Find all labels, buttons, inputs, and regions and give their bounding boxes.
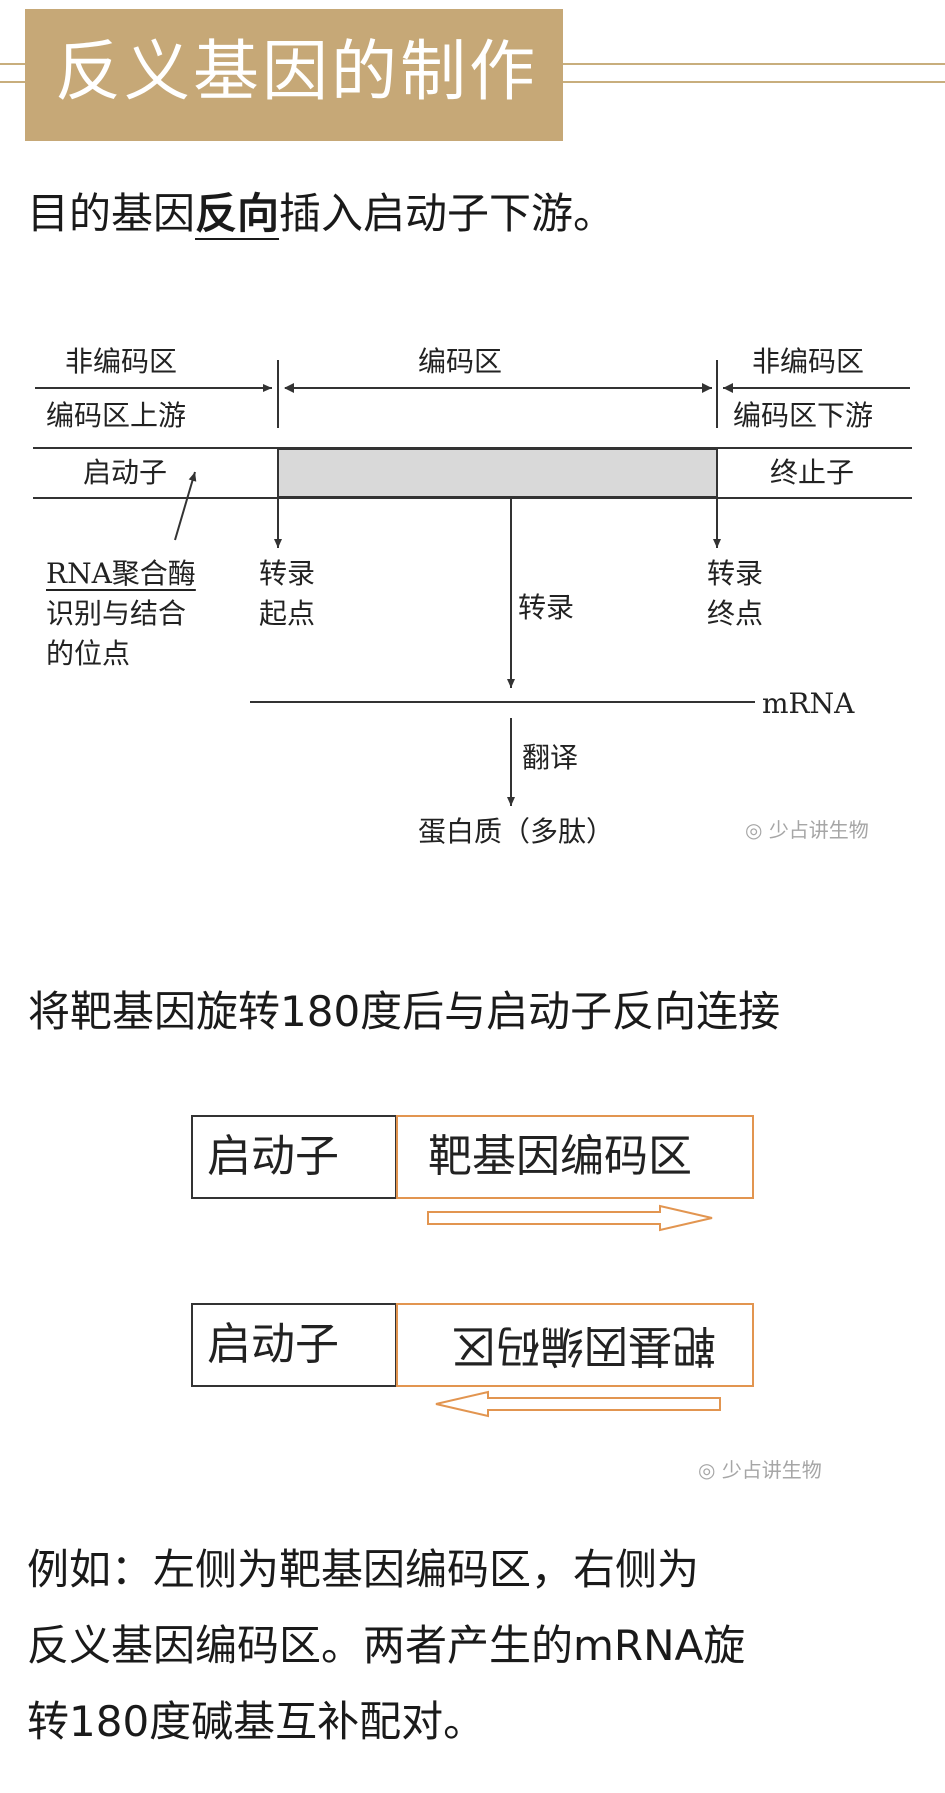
label-mrna: mRNA	[762, 687, 855, 720]
label-protein: 蛋白质（多肽）	[418, 815, 615, 848]
example-line-2: 反义基因编码区。两者产生的mRNA旋	[27, 1621, 746, 1670]
example-line-1: 例如：左侧为靶基因编码区，右侧为	[27, 1545, 700, 1594]
reversed-gene-box: 靶基因编码区	[396, 1303, 754, 1387]
promoter-box-2: 启动子	[191, 1303, 397, 1387]
coding-region-block	[277, 448, 718, 498]
label-tx-end-1: 转录	[707, 557, 764, 590]
wechat-icon: ◎	[698, 1458, 716, 1482]
forward-direction-arrow	[427, 1204, 713, 1232]
label-rnap-site-3: 的位点	[46, 637, 131, 670]
intro-before: 目的基因	[27, 189, 196, 238]
label-promoter: 启动子	[83, 456, 168, 489]
label-coding: 编码区	[418, 345, 503, 378]
wechat-icon: ◎	[745, 818, 763, 842]
example-line-3: 转180度碱基互补配对。	[27, 1697, 486, 1746]
rnap-site-pointer	[174, 471, 197, 541]
label-tx-start-2: 起点	[259, 597, 316, 630]
intro-after: 插入启动子下游。	[279, 189, 616, 238]
intro-emphasis: 反向	[195, 189, 280, 238]
target-gene-box: 靶基因编码区	[396, 1115, 754, 1199]
label-translation: 翻译	[522, 741, 579, 774]
reversed-gene-label: 靶基因编码区	[452, 1320, 716, 1371]
label-tx-end-2: 终点	[707, 597, 764, 630]
diagram-watermark: ◎ 少占讲生物	[745, 814, 869, 843]
coding-left-arrowhead	[284, 383, 294, 393]
label-downstream: 编码区下游	[733, 399, 874, 432]
reverse-direction-arrow	[435, 1390, 721, 1418]
label-upstream: 编码区上游	[46, 399, 187, 432]
label-rnap-site-2: 识别与结合	[46, 597, 187, 630]
step-text: 将靶基因旋转180度后与启动子反向连接	[28, 987, 781, 1036]
header-banner	[25, 9, 563, 141]
label-tx-start-1: 转录	[259, 557, 316, 590]
downstream-arrowhead	[723, 383, 733, 393]
intro-text: 目的基因反向插入启动子下游。	[27, 184, 615, 244]
label-terminator: 终止子	[770, 456, 855, 489]
coding-right-arrowhead	[702, 383, 712, 393]
watermark-text: 少占讲生物	[768, 818, 869, 842]
watermark-text: 少占讲生物	[721, 1458, 822, 1482]
label-rnap-site-1: RNA聚合酶	[46, 557, 196, 590]
construct-watermark: ◎ 少占讲生物	[698, 1454, 822, 1483]
promoter-box-1: 启动子	[191, 1115, 397, 1199]
label-transcription: 转录	[518, 591, 575, 624]
label-noncoding-left: 非编码区	[65, 345, 178, 378]
page-title: 反义基因的制作	[55, 33, 538, 110]
diagram-lines	[33, 360, 912, 806]
label-noncoding-right: 非编码区	[752, 345, 865, 378]
